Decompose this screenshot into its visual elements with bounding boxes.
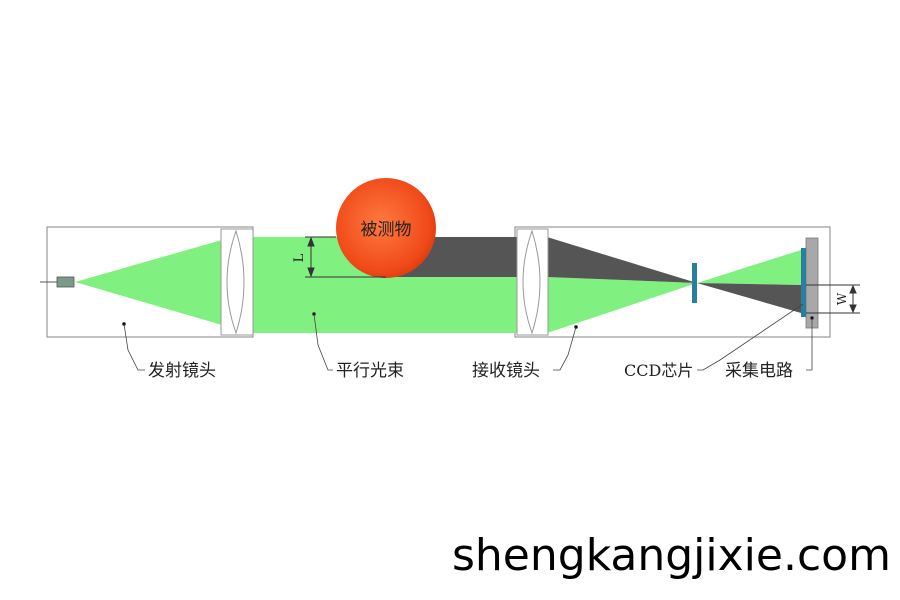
aperture (692, 263, 697, 303)
label-receiver-lens: 接收镜头 (472, 361, 540, 381)
acquisition-board (805, 237, 819, 329)
emitter-light-cone (75, 240, 222, 325)
dimension-l-label: L (292, 253, 307, 262)
label-ccd-chip: CCD芯片 (624, 361, 693, 380)
label-parallel-beam: 平行光束 (336, 361, 404, 381)
leader-lines (122, 303, 814, 371)
receiver-lens-icon (516, 228, 549, 336)
light-source-icon (40, 276, 75, 288)
label-acquisition-circuit: 采集电路 (725, 361, 793, 381)
receiver-shadow-cone (547, 237, 697, 283)
detector-shadow-cone (697, 283, 801, 313)
dimension-w-label: W (835, 292, 849, 305)
detector-green-cone (697, 250, 801, 285)
receiver-green-cone (547, 277, 697, 333)
ccd-chip (801, 248, 806, 317)
object-label: 被测物 (361, 220, 412, 240)
dimension-w (806, 284, 860, 314)
emitter-lens-icon (220, 228, 254, 336)
dimension-l (305, 236, 386, 278)
watermark: shengkangjixie.com (452, 530, 891, 581)
measured-object (336, 178, 436, 278)
label-emitter-lens: 发射镜头 (148, 361, 216, 381)
